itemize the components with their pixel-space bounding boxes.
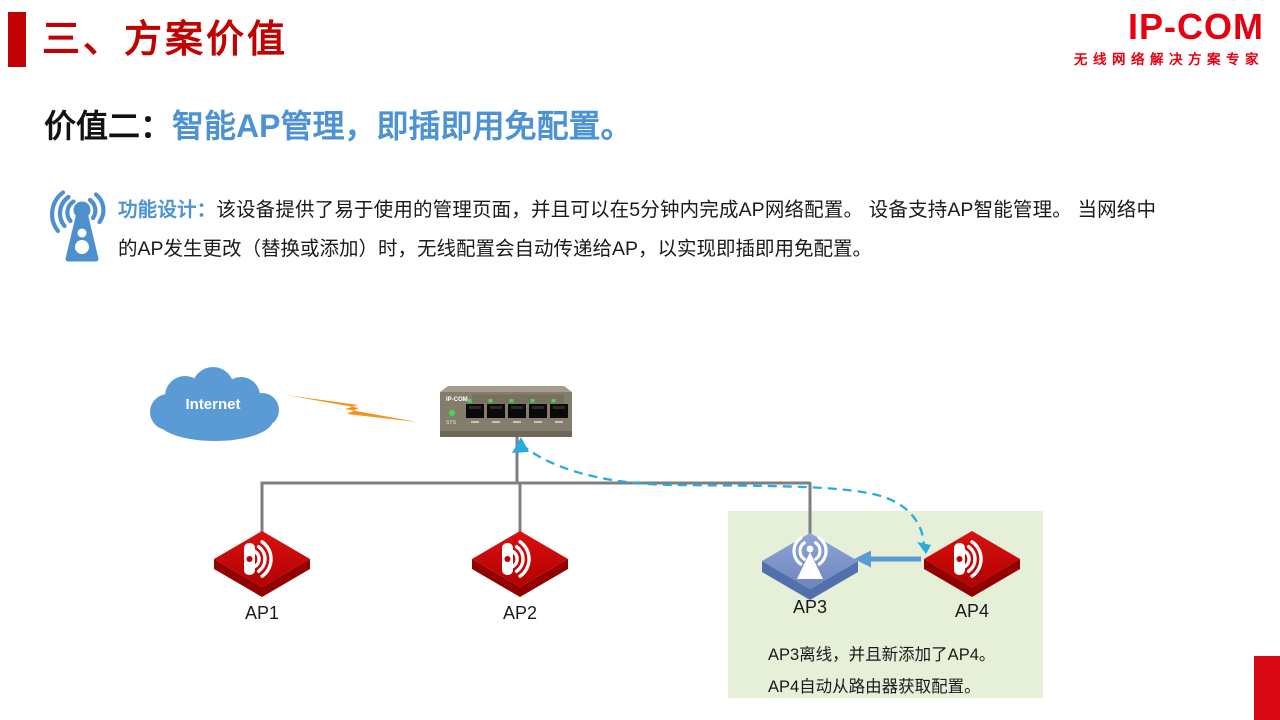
feature-label: 功能设计： bbox=[118, 199, 217, 221]
note-line-1: AP3离线，并且新添加了AP4。 bbox=[768, 646, 996, 664]
page-title: 三、方案价值 bbox=[42, 19, 289, 61]
logo-text: IP-COM bbox=[1128, 6, 1264, 47]
lightning-bolt-icon bbox=[286, 395, 417, 422]
heading-highlight: 智能AP管理，即插即用免配置。 bbox=[172, 108, 633, 144]
ap-wifi-icon bbox=[244, 540, 273, 578]
feature-paragraph: 功能设计：该设备提供了易于使用的管理页面，并且可以在5分钟内完成AP网络配置。 … bbox=[118, 191, 1156, 269]
logo-tagline: 无线网络解决方案专家 bbox=[1074, 52, 1264, 67]
wifi-tower-icon bbox=[50, 190, 106, 262]
ap2-label: AP2 bbox=[502, 603, 538, 623]
ap3-label: AP3 bbox=[792, 597, 828, 617]
feature-body: 该设备提供了易于使用的管理页面，并且可以在5分钟内完成AP网络配置。 设备支持A… bbox=[118, 199, 1156, 260]
internet-label: Internet bbox=[185, 396, 241, 413]
router-device: IP-COM SYS bbox=[440, 386, 572, 437]
heading-label: 价值二： bbox=[44, 108, 173, 144]
ap1-node bbox=[214, 531, 310, 597]
corner-accent-rect bbox=[1254, 656, 1280, 720]
router-led-label: SYS bbox=[446, 420, 457, 426]
router-ports bbox=[466, 399, 568, 423]
title-accent-bar bbox=[8, 12, 26, 67]
section-heading: 价值二：智能AP管理，即插即用免配置。 bbox=[44, 103, 632, 149]
brand-logo: IP-COM 无线网络解决方案专家 bbox=[1074, 8, 1264, 68]
router-brand-text: IP-COM bbox=[446, 397, 468, 403]
ap1-label: AP1 bbox=[244, 603, 280, 623]
note-line-2: AP4自动从路由器获取配置。 bbox=[768, 678, 981, 696]
ap2-node bbox=[472, 531, 568, 597]
ap-wifi-icon bbox=[502, 540, 531, 578]
ap4-label: AP4 bbox=[954, 601, 990, 621]
